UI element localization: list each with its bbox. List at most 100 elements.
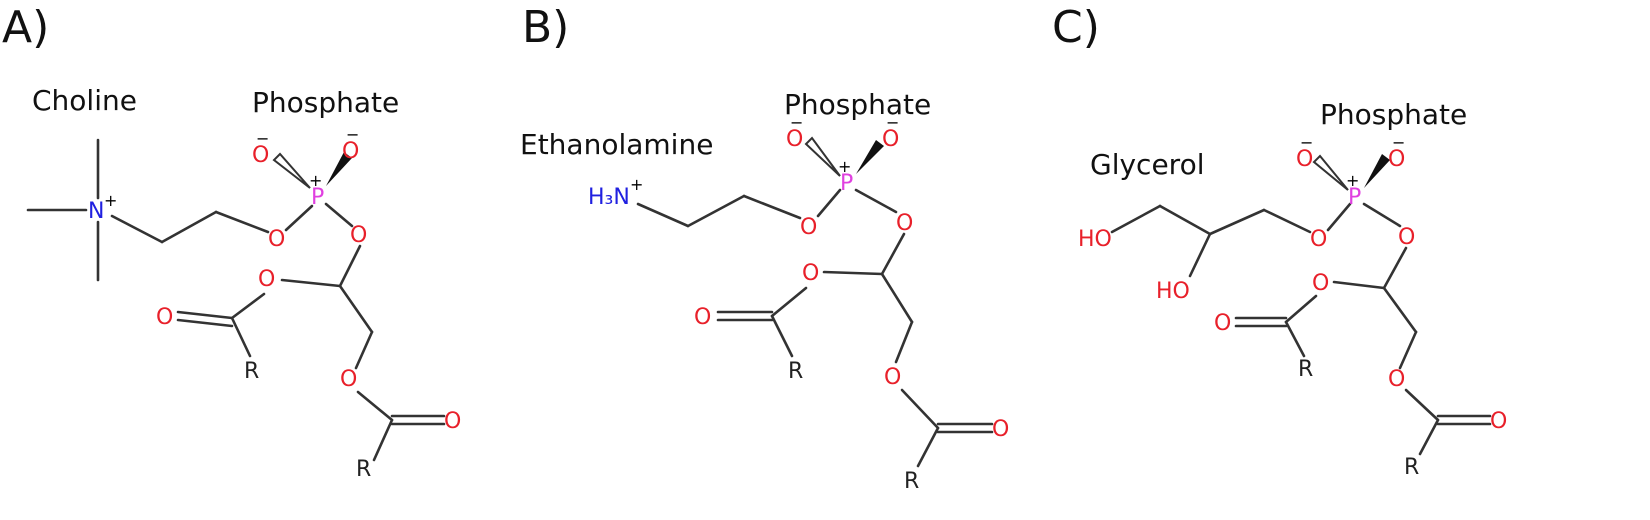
bond xyxy=(372,418,394,462)
bond xyxy=(1382,246,1408,290)
bond xyxy=(1326,202,1352,232)
positive-charge: + xyxy=(104,191,117,210)
oxygen-atom: O xyxy=(252,143,269,168)
bond xyxy=(1418,418,1440,456)
panel-c: C) Glycerol Phosphate HO HO O P + O − O … xyxy=(1052,2,1507,480)
bond xyxy=(1158,204,1212,236)
oxygen-atom: O xyxy=(1398,225,1415,250)
bond xyxy=(742,194,802,220)
panel-a: A) Choline Phosphate N + O P + O − O − O… xyxy=(2,2,461,482)
oxygen-atom: O xyxy=(1490,409,1507,434)
headgroup-label: Choline xyxy=(32,84,137,117)
bond xyxy=(160,210,218,244)
solid-wedge-bond xyxy=(326,152,352,186)
negative-charge: − xyxy=(886,113,899,132)
bond xyxy=(816,188,842,218)
bond xyxy=(280,278,342,288)
bond xyxy=(1382,286,1418,334)
oxygen-atom: O xyxy=(340,367,357,392)
oxygen-atom: O xyxy=(1214,311,1231,336)
bond xyxy=(230,292,266,320)
phosphate-label: Phosphate xyxy=(1320,98,1467,131)
bond xyxy=(822,270,884,276)
oxygen-atom: O xyxy=(342,139,359,164)
r-group: R xyxy=(904,469,919,494)
bond xyxy=(1284,320,1306,358)
phosphorus-atom: P xyxy=(1348,185,1361,210)
bond xyxy=(354,330,374,370)
r-group: R xyxy=(356,457,371,482)
panel-label: C) xyxy=(1052,2,1100,53)
panel-b: B) Ethanolamine Phosphate H₃N + O P + O … xyxy=(520,2,1009,494)
r-group: R xyxy=(1404,455,1419,480)
bond xyxy=(1398,330,1418,370)
oxygen-atom: O xyxy=(258,267,275,292)
oxygen-atom: O xyxy=(350,223,367,248)
bond xyxy=(900,388,940,430)
positive-charge: + xyxy=(838,157,851,176)
oxygen-atom: O xyxy=(800,215,817,240)
bond xyxy=(636,202,690,228)
hydroxyl-group: HO xyxy=(1156,279,1190,304)
bond xyxy=(880,272,914,324)
bond xyxy=(1284,294,1318,324)
solid-wedge-bond xyxy=(856,140,884,174)
hashed-wedge-bond xyxy=(804,136,841,177)
oxygen-atom: O xyxy=(1296,147,1313,172)
hashed-wedge-bond xyxy=(1312,154,1349,191)
nitrogen-atom: N xyxy=(88,199,104,224)
oxygen-atom: O xyxy=(268,227,285,252)
bond xyxy=(1110,204,1162,234)
headgroup-label: Ethanolamine xyxy=(520,128,713,161)
oxygen-atom: O xyxy=(444,409,461,434)
positive-charge: + xyxy=(309,171,322,190)
bond xyxy=(1362,202,1402,228)
panel-label: A) xyxy=(2,2,49,53)
hashed-wedge-bond xyxy=(272,152,311,189)
oxygen-atom: O xyxy=(156,305,173,330)
oxygen-atom: O xyxy=(1388,367,1405,392)
bond xyxy=(356,390,394,422)
solid-wedge-bond xyxy=(1364,154,1390,188)
bond xyxy=(110,214,164,244)
r-group: R xyxy=(244,359,259,384)
bond xyxy=(1208,208,1266,236)
ammonium-group: H₃N xyxy=(588,185,630,210)
bond xyxy=(916,426,940,468)
oxygen-atom: O xyxy=(694,305,711,330)
bond xyxy=(1332,280,1386,290)
bond xyxy=(1404,388,1440,422)
hydroxyl-group: HO xyxy=(1078,227,1112,252)
positive-charge: + xyxy=(630,175,643,194)
bond xyxy=(284,204,314,232)
bond xyxy=(1188,232,1212,278)
bond xyxy=(770,286,808,318)
bond xyxy=(880,232,906,276)
oxygen-atom: O xyxy=(992,417,1009,442)
oxygen-atom: O xyxy=(882,127,899,152)
phosphate-label: Phosphate xyxy=(252,86,399,119)
oxygen-atom: O xyxy=(896,211,913,236)
bond xyxy=(324,202,354,228)
oxygen-atom: O xyxy=(1388,147,1405,172)
negative-charge: − xyxy=(256,129,269,148)
bond xyxy=(176,318,234,328)
bond xyxy=(854,188,898,214)
negative-charge: − xyxy=(790,113,803,132)
bond xyxy=(1262,208,1312,234)
phosphorus-atom: P xyxy=(840,171,853,196)
oxygen-atom: O xyxy=(1312,271,1329,296)
bond xyxy=(176,310,234,320)
bond xyxy=(686,194,746,228)
bond xyxy=(894,320,914,364)
oxygen-atom: O xyxy=(884,365,901,390)
bond xyxy=(338,244,362,288)
bond xyxy=(230,316,252,358)
r-group: R xyxy=(1298,357,1313,382)
bond xyxy=(214,210,270,234)
headgroup-label: Glycerol xyxy=(1090,148,1204,181)
bond xyxy=(338,284,374,334)
panel-label: B) xyxy=(522,2,569,53)
negative-charge: − xyxy=(1300,133,1313,152)
